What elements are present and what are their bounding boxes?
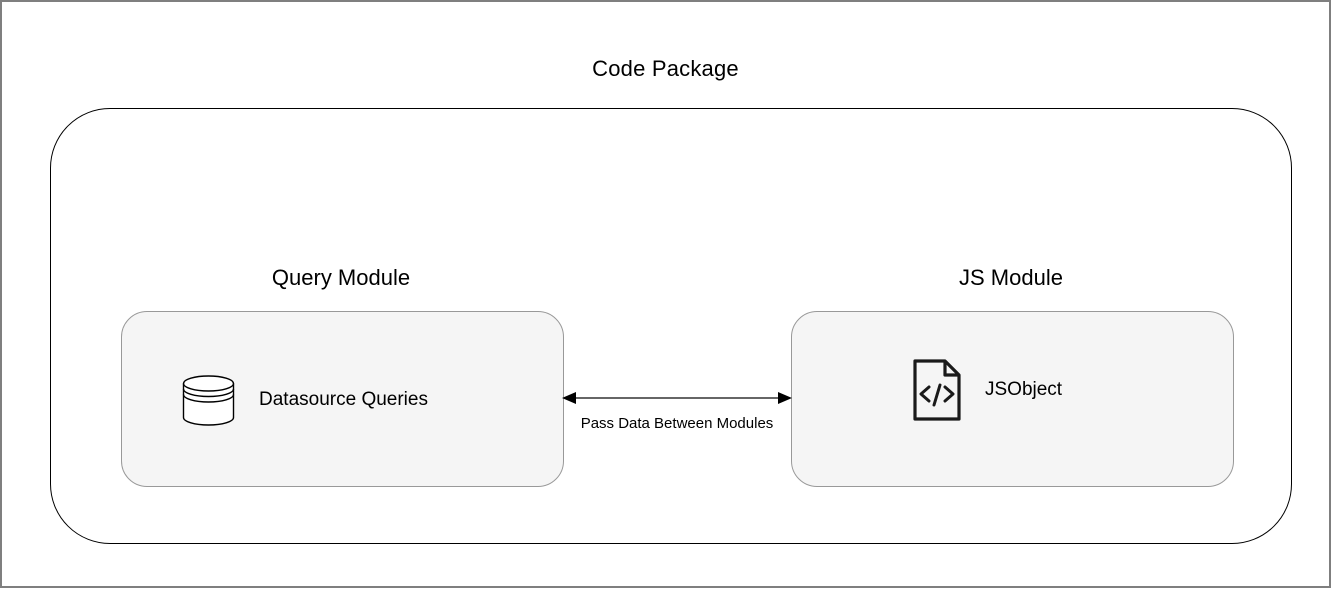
connector-label: Pass Data Between Modules xyxy=(580,415,774,432)
database-icon xyxy=(182,374,235,427)
query-module-label: Query Module xyxy=(271,265,411,290)
jsobject-content: JSObject xyxy=(913,359,1062,421)
jsobject-node: JSObject xyxy=(791,311,1234,487)
datasource-queries-label: Datasource Queries xyxy=(259,389,428,410)
code-file-icon xyxy=(913,359,961,421)
datasource-queries-node: Datasource Queries xyxy=(121,311,564,487)
diagram-title: Code Package xyxy=(592,56,739,81)
js-module-label: JS Module xyxy=(959,265,1063,290)
datasource-queries-content: Datasource Queries xyxy=(182,373,428,427)
jsobject-label: JSObject xyxy=(985,379,1063,400)
code-package-container: Query Module JS Module Datasource Querie… xyxy=(50,108,1292,544)
bidirectional-arrow xyxy=(562,392,792,404)
